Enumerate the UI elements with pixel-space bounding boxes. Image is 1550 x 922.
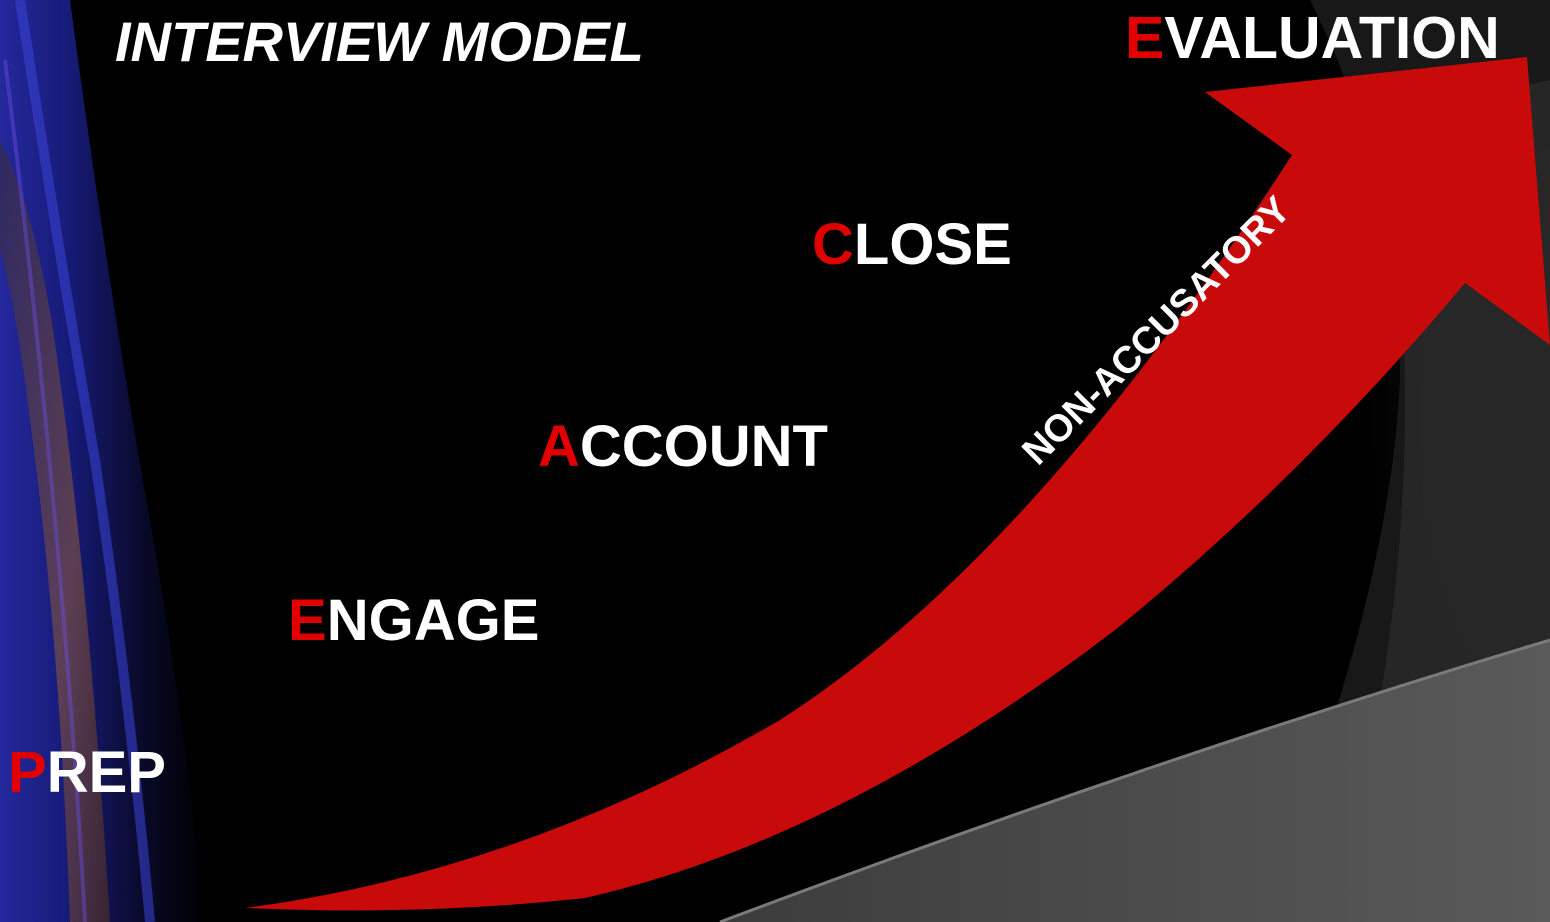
step-rest: VALUATION [1164,5,1500,71]
step-rest: NGAGE [326,588,540,653]
non-accusatory-arrow [245,57,1550,911]
step-rest: REP [46,740,166,805]
step-initial: E [1125,5,1165,71]
step-rest: LOSE [853,212,1012,277]
step-initial: P [8,740,47,805]
step-initial: C [812,212,854,277]
step-engage: ENGAGE [288,592,539,650]
step-close: CLOSE [812,216,1012,274]
step-evaluation: EVALUATION [1125,9,1500,68]
step-account: ACCOUNT [538,418,828,476]
step-initial: A [538,414,580,479]
page-title: INTERVIEW MODEL [115,10,644,73]
step-rest: CCOUNT [579,414,828,479]
step-prep: PREP [8,744,166,802]
step-initial: E [288,588,327,653]
